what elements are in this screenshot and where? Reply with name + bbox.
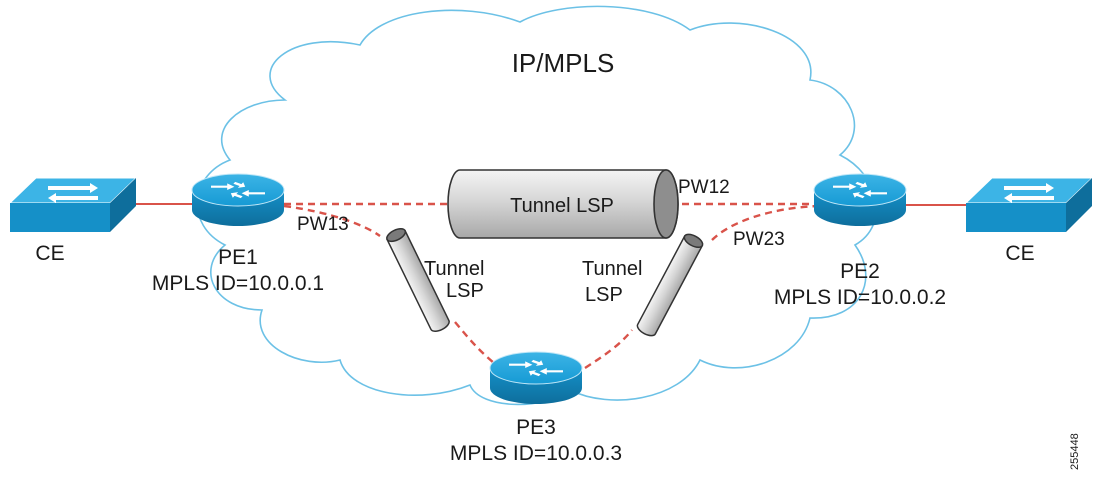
tunnel-right-label-line2: LSP (585, 284, 623, 306)
pw12-label: PW12 (678, 177, 730, 198)
tunnel-lsp-right (636, 233, 704, 337)
pe1-mpls-id: MPLS ID=10.0.0.1 (152, 272, 324, 295)
tunnel-right-label-line1: Tunnel (582, 258, 642, 280)
tunnel-lsp-left (386, 228, 450, 332)
tunnel-lsp-top (447, 169, 679, 239)
cloud-label: IP/MPLS (512, 48, 615, 78)
switch-icon (1004, 183, 1054, 203)
tunnel-left-label-line2: LSP (446, 280, 484, 302)
pe3-mpls-id: MPLS ID=10.0.0.3 (450, 442, 622, 465)
pe1-label: PE1 (218, 246, 258, 269)
figure-id: 255448 (1069, 433, 1081, 470)
pw23-label: PW23 (733, 229, 785, 250)
pe2-router (813, 173, 907, 226)
switch-icon (48, 183, 98, 203)
pe2-mpls-id: MPLS ID=10.0.0.2 (774, 286, 946, 309)
ce-left-label: CE (35, 242, 64, 265)
ce-right-label: CE (1005, 242, 1034, 265)
pw13-label: PW13 (297, 214, 349, 235)
pseudowire-pw23 (584, 204, 819, 370)
tunnel-top-label: Tunnel LSP (510, 195, 614, 217)
ce-left-switch (8, 177, 138, 232)
pe3-label: PE3 (516, 416, 556, 439)
tunnel-left-label-line1: Tunnel (424, 258, 484, 280)
pe2-label: PE2 (840, 260, 880, 283)
pseudowire-pw13 (283, 204, 501, 369)
pe1-router (191, 173, 285, 226)
ce-right-switch (964, 177, 1094, 232)
pe3-router (489, 351, 583, 404)
